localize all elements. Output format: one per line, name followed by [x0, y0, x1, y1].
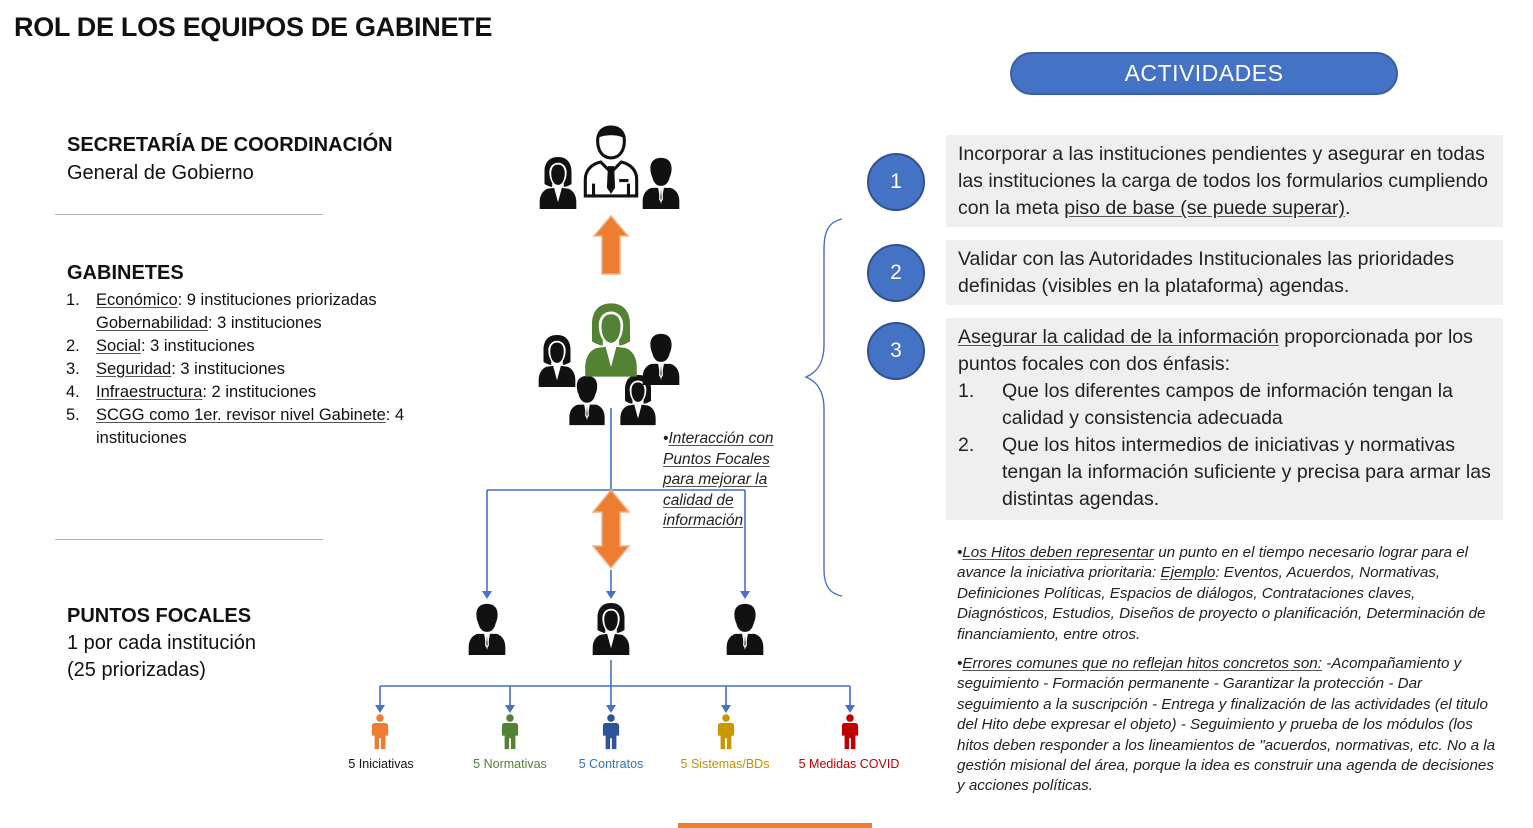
connector-arrowheads	[375, 591, 855, 713]
iniciativas-person-icon	[371, 714, 389, 750]
punto-focal-icon	[726, 603, 764, 656]
legend-normativas: 5 Normativas	[473, 757, 547, 771]
gabinete-link: Gobernabilidad	[96, 314, 208, 332]
normativas-person-icon	[501, 714, 519, 750]
punto-focal-icon	[592, 602, 630, 656]
activity-2-box: Validar con las Autoridades Instituciona…	[946, 240, 1503, 305]
secretaria-team-icon	[539, 125, 680, 210]
legend-covid: 5 Medidas COVID	[798, 757, 900, 771]
gabinetes-list: 1. Económico: 9 instituciones priorizada…	[66, 289, 436, 450]
divider	[55, 214, 323, 215]
legend-contratos: 5 Contratos	[578, 757, 644, 771]
legend-iniciativas: 5 Iniciativas	[348, 757, 414, 771]
connector-lines	[379, 408, 851, 706]
page-title: ROL DE LOS EQUIPOS DE GABINETE	[14, 12, 493, 42]
secretaria-subheading: General de Gobierno	[67, 162, 254, 184]
step-3-badge: 3	[867, 322, 925, 380]
list-item: 1.Que los diferentes campos de informaci…	[958, 380, 1453, 429]
actividades-pill: ACTIVIDADES	[1010, 52, 1398, 95]
list-item: 5. SCGG como 1er. revisor nivel Gabinete…	[66, 406, 405, 447]
gabinete-link: SCGG como 1er. revisor nivel Gabinete	[96, 406, 386, 424]
divider	[55, 539, 323, 540]
errores-note: •Errores comunes que no reflejan hitos c…	[957, 655, 1496, 795]
legend-sistemas: 5 Sistemas/BDs	[680, 757, 770, 771]
gabinete-team-icon	[538, 303, 680, 426]
up-arrow	[592, 214, 630, 275]
list-item: Gobernabilidad: 3 instituciones	[96, 314, 322, 332]
step-2-badge: 2	[867, 244, 925, 302]
interaction-note: •Interacción con Puntos Focales para mej…	[663, 430, 774, 529]
secretaria-heading: SECRETARÍA DE COORDINACIÓN	[67, 134, 393, 156]
list-item: 2. Social: 3 instituciones	[66, 337, 255, 355]
puntos-focales-line2: (25 priorizadas)	[67, 659, 206, 681]
gabinete-link: Económico	[96, 291, 178, 309]
list-item: 1. Económico: 9 instituciones priorizada…	[66, 291, 377, 309]
gabinete-link: Seguridad	[96, 360, 172, 378]
step-1-badge: 1	[867, 153, 925, 211]
gabinete-link: Social	[96, 337, 141, 355]
orange-bar	[678, 823, 872, 828]
double-arrow	[591, 488, 631, 570]
gabinete-link: Infraestructura	[96, 383, 203, 401]
list-item: 2.Que los hitos intermedios de iniciativ…	[958, 434, 1491, 510]
hitos-note: •Los Hitos deben representar un punto en…	[957, 544, 1486, 643]
activity-1-box: Incorporar a las instituciones pendiente…	[946, 135, 1503, 227]
contratos-person-icon	[602, 714, 620, 750]
punto-focal-icon	[468, 603, 506, 656]
sistemas-person-icon	[717, 714, 735, 750]
gabinetes-heading: GABINETES	[67, 262, 184, 284]
puntos-focales-heading: PUNTOS FOCALES	[67, 605, 252, 627]
list-item: 4. Infraestructura: 2 instituciones	[66, 383, 317, 401]
activity-3-box: Asegurar la calidad de la información pr…	[946, 318, 1503, 520]
covid-person-icon	[841, 714, 859, 750]
puntos-focales-line1: 1 por cada institución	[67, 632, 257, 654]
curly-brace	[804, 218, 843, 597]
list-item: 3. Seguridad: 3 instituciones	[66, 360, 285, 378]
